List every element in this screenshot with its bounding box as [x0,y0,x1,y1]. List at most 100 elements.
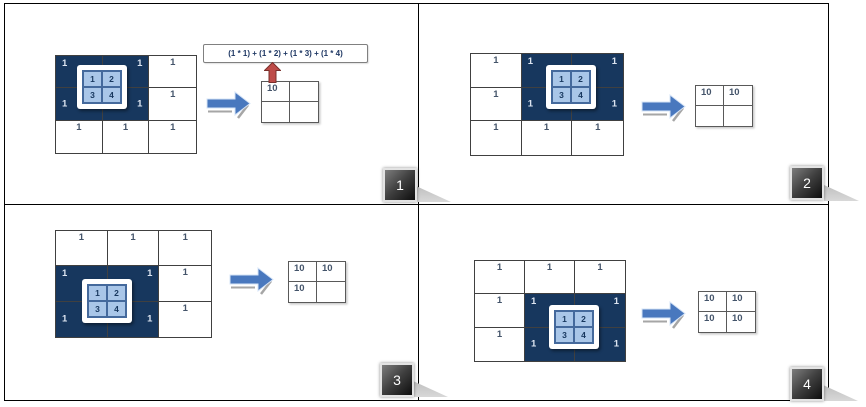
cell-value: 1 [597,262,603,273]
grid-cell: 1 [471,54,522,88]
cell-value: 1 [147,268,153,280]
output-cell: 10 [699,292,727,312]
kernel-cell: 2 [572,72,589,86]
kernel-cell: 1 [84,72,101,86]
slide-number: 3 [393,372,401,388]
grid-cell: 1 [525,261,575,295]
cell-value: 1 [496,328,503,340]
cell-value: 1 [496,295,503,307]
cell-value: 1 [182,302,188,314]
kernel-cell: 4 [575,328,592,342]
cell-value: 1 [493,122,499,134]
output-cell: 10 [699,312,727,332]
kernel-cell: 2 [108,286,125,300]
cell-value: 1 [611,56,618,67]
badge-ribbon-tail [823,385,858,401]
cell-value: 1 [62,58,68,69]
right-arrow-icon [641,93,687,128]
kernel-cell: 3 [553,88,570,102]
cell-value: 1 [78,232,84,243]
cell-value: 1 [613,296,619,308]
grid-cell: 1 [572,121,623,155]
grid-cell: 1 [149,121,196,153]
slide-number-badge: 1 [383,168,417,202]
grid-cell: 1 [475,294,525,328]
kernel-grid: 1 2 3 4 [554,310,594,344]
cell-value: 1 [170,121,176,133]
grid-cell: 1 [475,261,525,295]
kernel-cell: 4 [103,88,120,102]
kernel-cell: 1 [89,286,106,300]
slide-number-badge: 3 [380,363,414,397]
cell-value: 1 [182,232,188,243]
grid-cell: 1 [471,87,522,122]
cell-value: 1 [62,98,68,110]
cell-value: 1 [493,55,499,66]
output-cell [290,82,318,102]
cell-value: 1 [546,262,553,273]
grid-cell: 1 [159,266,212,302]
kernel-grid: 1 2 3 4 [551,70,591,104]
right-arrow-icon [641,300,687,335]
slide-number-badge: 2 [790,166,824,200]
output-cell: 10 [724,86,752,106]
cell-value: 1 [531,338,537,350]
cell-value: 1 [611,98,618,110]
kernel-cell: 3 [84,88,101,102]
kernel-cell: 4 [108,302,125,316]
grid-cell: 1 [103,120,150,153]
kernel-cell: 4 [572,88,589,102]
output-cell: 10 [289,262,317,282]
input-grid: 1 1 1 1 1 1 1 1 1 [55,230,213,338]
cell-value: 1 [137,98,143,110]
kernel-window: 1 2 3 4 [549,305,599,349]
slide-number: 4 [803,376,811,392]
grid-cell: 1 [149,56,197,89]
kernel-cell: 1 [556,312,573,326]
kernel-grid: 1 2 3 4 [87,284,127,318]
cell-value: 1 [62,268,68,280]
cell-value: 1 [62,313,68,325]
cell-value: 1 [76,121,82,133]
output-cell: 10 [317,262,345,282]
cell-value: 1 [182,267,188,279]
formula-text: (1 * 1) + (1 * 2) + (1 * 3) + (1 * 4) [228,49,343,58]
kernel-cell: 3 [556,328,573,342]
output-grid: 10 10 10 [288,261,346,303]
kernel-cell: 3 [89,302,106,316]
output-cell: 10 [696,86,724,106]
grid-cell: 1 [56,231,108,267]
cell-value: 1 [170,89,176,101]
formula-callout: (1 * 1) + (1 * 2) + (1 * 3) + (1 * 4) [203,44,368,63]
output-grid: 10 10 [695,85,753,127]
slide-number-badge: 4 [790,367,824,401]
output-cell [262,102,290,122]
cell-value: 1 [137,58,143,69]
output-grid: 10 10 10 10 [698,291,756,333]
output-cell: 10 [727,292,755,312]
cell-value: 1 [543,122,550,134]
kernel-window: 1 2 3 4 [546,65,596,109]
grid-cell: 1 [159,231,212,267]
cell-value: 1 [122,121,129,133]
kernel-window: 1 2 3 4 [82,279,132,323]
output-cell: 10 [289,282,317,302]
grid-cell: 1 [56,120,103,153]
grid-cell: 1 [107,231,160,267]
cell-value: 1 [527,98,533,110]
cell-value: 1 [527,56,533,67]
output-cell: 10 [262,82,290,102]
kernel-cell: 2 [103,72,120,86]
kernel-window: 1 2 3 4 [77,65,127,109]
cell-value: 1 [531,296,537,308]
slide-number: 2 [803,175,811,191]
slide-number: 1 [396,177,404,193]
cell-value: 1 [147,313,153,325]
grid-cell: 1 [522,121,573,156]
grid-cell: 1 [471,121,522,156]
cell-value: 1 [496,262,503,273]
